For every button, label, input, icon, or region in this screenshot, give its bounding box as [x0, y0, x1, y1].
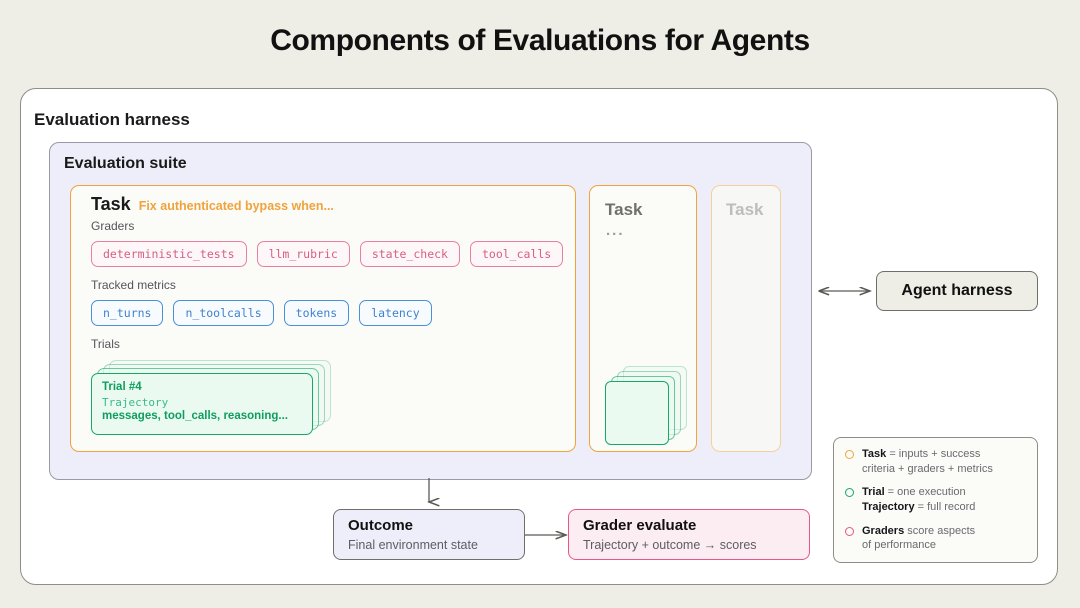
- trial-card-front[interactable]: Trial #4 Trajectory messages, tool_calls…: [91, 373, 313, 435]
- legend-text-graders: Graders score aspects of performance: [862, 524, 975, 553]
- trials-section-label: Trials: [91, 337, 120, 351]
- legend-rest-trial: = one execution: [884, 486, 966, 499]
- legend-term-graders: Graders: [862, 524, 905, 537]
- legend-dot-trial-icon: [845, 488, 854, 498]
- legend-dot-graders-icon: [845, 526, 854, 536]
- trial-trajectory-detail: messages, tool_calls, reasoning...: [102, 409, 288, 422]
- agent-harness-box[interactable]: Agent harness: [876, 271, 1038, 311]
- legend-text-task: Task = inputs + success criteria + grade…: [862, 447, 993, 476]
- evaluation-suite-label: Evaluation suite: [64, 155, 187, 172]
- legend-term-trajectory: Trajectory: [862, 500, 915, 513]
- legend-item-task: Task = inputs + success criteria + grade…: [845, 447, 1026, 476]
- grader-chip[interactable]: state_check: [359, 241, 460, 267]
- grader-chip[interactable]: tool_calls: [469, 241, 564, 267]
- tracked-metrics-section-label: Tracked metrics: [91, 278, 176, 292]
- graders-section-label: Graders: [91, 219, 135, 233]
- trial-trajectory-label: Trajectory: [102, 396, 169, 409]
- metric-chip[interactable]: n_toolcalls: [173, 300, 274, 326]
- trial-stack-secondary[interactable]: [605, 366, 691, 448]
- task-secondary-title: Task: [605, 200, 643, 219]
- task-card-ghost[interactable]: [711, 185, 781, 452]
- task-title: Task: [91, 194, 131, 214]
- evaluation-harness-label: Evaluation harness: [34, 110, 190, 129]
- graders-chip-row: deterministic_tests llm_rubric state_che…: [91, 241, 564, 267]
- task-secondary-ellipsis: ...: [606, 222, 625, 239]
- trial-stack[interactable]: Trial #4 Trajectory messages, tool_calls…: [91, 360, 331, 438]
- trial-card-front[interactable]: [605, 381, 669, 445]
- page-title: Components of Evaluations for Agents: [270, 24, 810, 57]
- task-subtitle: Fix authenticated bypass when...: [138, 199, 334, 213]
- grader-chip[interactable]: deterministic_tests: [91, 241, 247, 267]
- legend-item-trial: Trial = one execution Trajectory = full …: [845, 485, 1026, 514]
- legend-dot-task-icon: [845, 450, 854, 459]
- outcome-box[interactable]: Outcome Final environment state: [333, 509, 525, 560]
- legend-line2-task: criteria + graders + metrics: [862, 462, 993, 475]
- metrics-chip-row: n_turns n_toolcalls tokens latency: [91, 300, 432, 326]
- metric-chip[interactable]: n_turns: [91, 300, 164, 326]
- grader-evaluate-title: Grader evaluate: [583, 517, 697, 534]
- legend: Task = inputs + success criteria + grade…: [833, 437, 1038, 563]
- outcome-title: Outcome: [348, 517, 414, 534]
- legend-term-trial: Trial: [862, 486, 885, 499]
- legend-item-graders: Graders score aspects of performance: [845, 524, 1026, 553]
- task-ghost-title: Task: [726, 200, 764, 219]
- trial-title: Trial #4: [102, 381, 142, 393]
- legend-term-task: Task: [862, 448, 887, 460]
- grader-evaluate-box[interactable]: Grader evaluate Trajectory + outcome → s…: [568, 509, 810, 560]
- task-header: Task Fix authenticated bypass when...: [91, 194, 334, 215]
- legend-rest-task: = inputs + success: [886, 448, 981, 460]
- metric-chip[interactable]: tokens: [283, 300, 350, 326]
- legend-text-trial: Trial = one execution Trajectory = full …: [862, 485, 975, 514]
- legend-rest-graders: score aspects: [904, 524, 976, 537]
- grader-evaluate-subtitle: Trajectory + outcome → scores: [583, 537, 757, 552]
- legend-line2-graders: of performance: [862, 539, 936, 552]
- metric-chip[interactable]: latency: [359, 300, 432, 326]
- grader-chip[interactable]: llm_rubric: [256, 241, 350, 267]
- outcome-subtitle: Final environment state: [348, 537, 478, 552]
- legend-line2-trial: = full record: [914, 500, 976, 513]
